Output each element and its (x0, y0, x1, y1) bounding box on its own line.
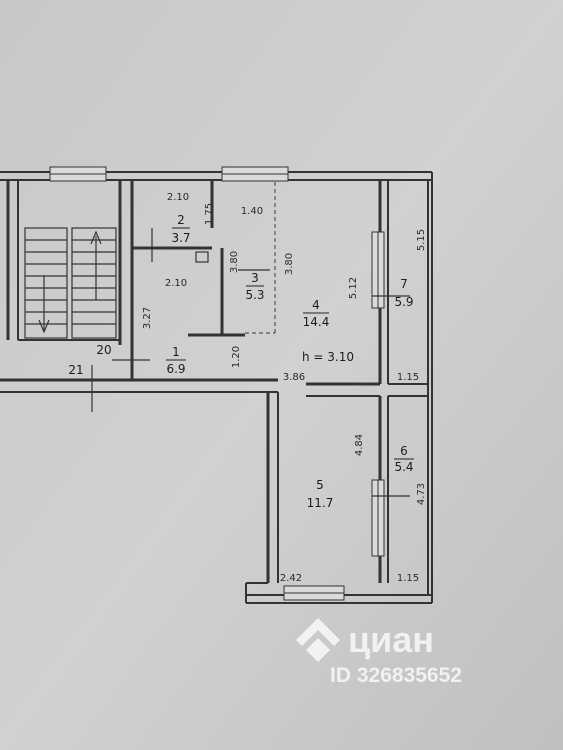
dim-room-3-side: 3.80 (229, 251, 240, 273)
dim-room-4-side: 3.80 (284, 253, 295, 275)
dim-corridor-width: 1.20 (231, 346, 242, 368)
room-2-area: 3.7 (171, 231, 190, 245)
dim-room-6-side: 4.73 (416, 483, 427, 505)
room-4-area: 14.4 (303, 315, 330, 329)
room-2-number: 2 (177, 213, 185, 227)
room-6-area: 5.4 (394, 460, 413, 474)
dim-room-1-side: 3.27 (142, 307, 153, 329)
dim-room-5-side: 4.84 (354, 434, 365, 456)
room-3-area: 5.3 (245, 288, 264, 302)
dim-room-2-side: 1.75 (204, 203, 215, 225)
watermark-id: ID 326835652 (330, 664, 462, 687)
dim-room-3-top: 1.40 (241, 206, 263, 217)
room-1-number: 1 (172, 345, 180, 359)
room-6-number: 6 (400, 444, 408, 458)
dim-room-7-bottom: 1.15 (397, 372, 419, 383)
watermark: циан ID 326835652 (296, 618, 462, 687)
dimension-labels: 2.10 1.75 1.40 2.10 3.80 3.80 3.27 1.20 … (142, 192, 427, 584)
dim-room-2-top: 2.10 (167, 192, 189, 203)
dim-room-6-bottom: 1.15 (397, 573, 419, 584)
label-20: 20 (96, 343, 111, 357)
watermark-brand: циан (348, 619, 434, 660)
room-4-number: 4 (312, 298, 320, 312)
cian-logo-icon (296, 618, 340, 662)
stairs (24, 227, 117, 339)
dim-room-1-top: 2.10 (165, 278, 187, 289)
room-7-number: 7 (400, 277, 408, 291)
room-3-number: 3 (251, 271, 259, 285)
ceiling-height-label: h = 3.10 (302, 350, 354, 364)
room-labels: 2 3.7 3 5.3 4 14.4 1 6.9 7 5.9 5 11.7 6 … (68, 213, 414, 510)
walls (0, 171, 433, 604)
dim-room-5-bottom: 2.42 (280, 573, 302, 584)
label-21: 21 (68, 363, 83, 377)
dim-room-4-right: 5.12 (348, 277, 359, 299)
dim-corridor-bottom: 3.86 (283, 372, 305, 383)
room-1-area: 6.9 (166, 362, 185, 376)
windows (49, 166, 385, 601)
entrance-marks (70, 228, 410, 497)
room-5-number: 5 (316, 478, 324, 492)
room-5-area: 11.7 (307, 496, 334, 510)
down-arrow-icon-head (38, 319, 50, 334)
dim-room-7-side: 5.15 (416, 229, 427, 251)
up-arrow-icon-head (90, 230, 102, 245)
partition-dashed (245, 182, 276, 334)
room-7-area: 5.9 (394, 295, 413, 309)
